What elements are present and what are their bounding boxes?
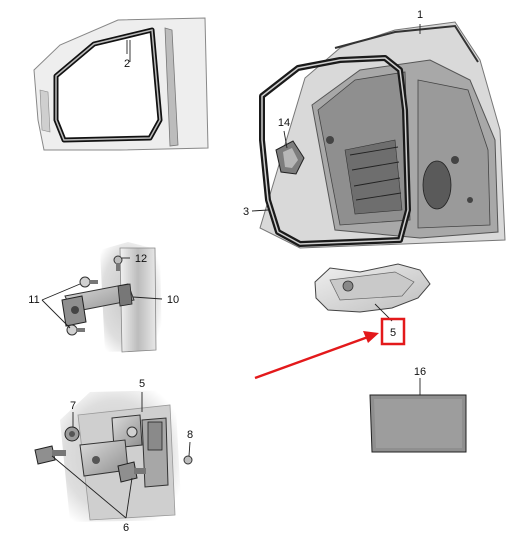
callout-5-hinge: 5 bbox=[139, 378, 145, 390]
callout-5-insulator: 5 bbox=[390, 327, 396, 339]
callout-11: 11 bbox=[28, 294, 39, 306]
callout-7: 7 bbox=[70, 400, 76, 412]
callout-1: 1 bbox=[417, 9, 423, 21]
callout-8: 8 bbox=[187, 429, 193, 441]
callout-labels: 1 2 3 14 12 11 10 5 5 7 8 6 16 bbox=[28, 9, 426, 534]
callout-3: 3 bbox=[243, 206, 249, 218]
highlight-annotation bbox=[254, 317, 406, 380]
callout-12: 12 bbox=[135, 253, 147, 265]
callout-10: 10 bbox=[167, 294, 179, 306]
pillar-hinge bbox=[34, 390, 193, 522]
highlight-arrow-line bbox=[254, 335, 369, 380]
body-side-frame bbox=[33, 17, 209, 151]
callout-16: 16 bbox=[414, 366, 426, 378]
door-seal bbox=[259, 55, 411, 247]
cover-cap bbox=[275, 140, 305, 175]
sound-damping-sheet bbox=[369, 394, 467, 453]
highlight-arrow-head bbox=[363, 331, 379, 343]
pillar-check-strap bbox=[61, 242, 162, 353]
callout-2: 2 bbox=[124, 58, 130, 70]
front-door bbox=[259, 21, 506, 249]
callout-6: 6 bbox=[123, 522, 129, 534]
highlight-box bbox=[380, 317, 406, 346]
callout-14: 14 bbox=[278, 117, 290, 129]
door-insulator bbox=[314, 263, 431, 313]
